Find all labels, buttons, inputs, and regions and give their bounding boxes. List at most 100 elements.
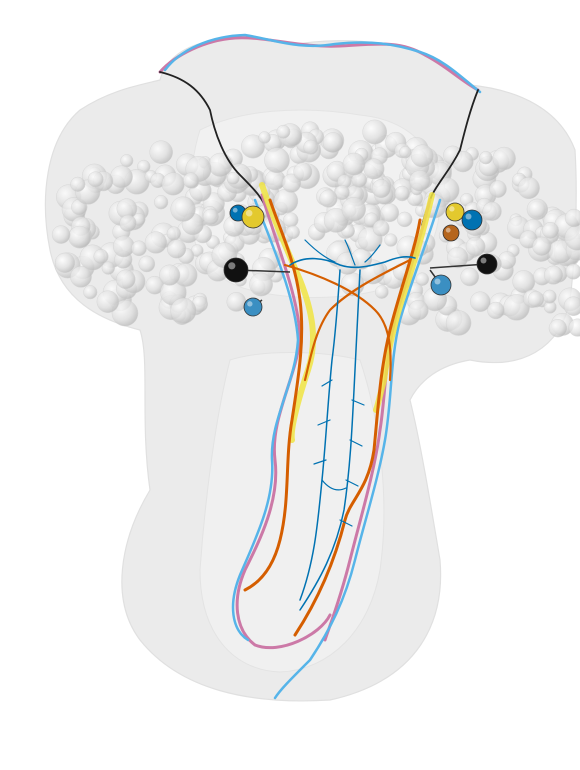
deep-blue-neurite-mid-bridge	[321, 479, 347, 491]
glomerulus-sphere	[517, 176, 540, 200]
glomerulus-sphere	[447, 246, 469, 269]
deep-blue-neurite-branch-1	[304, 239, 381, 266]
glomerulus-sphere	[110, 165, 133, 189]
glomerulus-sphere	[182, 172, 200, 189]
blue-neurite-top-loop	[163, 33, 482, 94]
glomerulus-sphere	[526, 198, 549, 220]
glomerulus-sphere	[170, 297, 197, 324]
glomerulus-sphere	[138, 255, 156, 273]
glomerulus-sphere	[208, 152, 233, 177]
pink-neurite-left-trunk	[235, 193, 332, 650]
glomerulus-sphere	[408, 299, 429, 321]
glomerulus-sphere	[322, 132, 344, 153]
glomerulus-sphere	[276, 124, 291, 139]
soma-highlight	[245, 209, 253, 217]
glomerulus-sphere	[384, 233, 398, 247]
sphere-cluster	[51, 119, 580, 338]
deep-blue-neurite-arbor-top	[289, 255, 416, 269]
glomerulus-sphere	[341, 197, 366, 222]
glomerulus-sphere	[202, 208, 219, 225]
glomerulus-sphere	[70, 176, 86, 192]
orange-neurite-right-loop	[293, 218, 422, 637]
glomerulus-sphere	[489, 180, 507, 198]
glomerulus-sphere	[415, 272, 430, 286]
glomerulus-sphere	[161, 172, 185, 196]
dark-neurite-left-descent	[159, 71, 269, 216]
glomerulus-sphere	[286, 225, 300, 240]
soma-highlight	[445, 227, 451, 233]
glomerulus-sphere	[96, 290, 120, 313]
glomerulus-sphere	[70, 265, 92, 288]
glomerulus-sphere	[319, 189, 338, 208]
neurite-traces	[158, 33, 482, 700]
glomerulus-sphere	[144, 231, 168, 254]
deep-blue-neurite-branch-2	[313, 379, 365, 527]
soma-highlight	[449, 206, 455, 212]
glomerulus-sphere	[409, 170, 431, 192]
glomerulus-sphere	[87, 171, 104, 188]
glomerulus-sphere	[273, 188, 299, 214]
glomerulus-sphere	[54, 252, 76, 273]
soma-highlight	[480, 257, 487, 264]
glomerulus-sphere	[372, 219, 390, 237]
orange-neurite-cross-b	[303, 258, 412, 382]
blue-soma-right-lower	[430, 274, 452, 296]
glomerulus-sphere	[532, 236, 552, 256]
blue-neurite-left-trunk	[231, 198, 300, 642]
glomerulus-sphere	[323, 208, 349, 233]
glomerulus-sphere	[342, 152, 366, 176]
glomerulus-sphere	[83, 285, 98, 300]
glomerulus-sphere	[399, 145, 412, 159]
glomerulus-sphere	[153, 195, 169, 210]
glomerulus-sphere	[470, 291, 491, 312]
glomerulus-sphere	[380, 203, 400, 223]
black-soma-right	[476, 253, 498, 275]
glomerulus-sphere	[487, 301, 505, 320]
glomerulus-sphere	[68, 225, 92, 249]
glomerulus-sphere	[264, 147, 290, 174]
glomerulus-sphere	[249, 272, 273, 297]
glomerulus-sphere	[479, 151, 493, 165]
glomerulus-sphere	[527, 291, 545, 308]
glomerulus-sphere	[281, 173, 302, 193]
copper-soma-right	[442, 224, 460, 242]
soma-highlight	[434, 278, 441, 285]
glomerulus-sphere	[119, 214, 137, 232]
glomerulus-sphere	[563, 296, 580, 316]
volume-lower-stalk	[199, 352, 385, 673]
glomerulus-sphere	[362, 119, 388, 145]
glomerulus-sphere	[293, 162, 313, 182]
soma-highlight	[247, 301, 253, 307]
glomerulus-sphere	[548, 319, 568, 338]
glomerulus-sphere	[452, 150, 474, 173]
glomerulus-sphere	[568, 318, 580, 337]
blue-soma-right-upper	[461, 209, 483, 231]
glomerulus-sphere	[149, 140, 173, 164]
glomerulus-sphere	[101, 261, 115, 275]
glomerulus-sphere	[111, 299, 139, 327]
glomerulus-sphere	[543, 265, 564, 285]
glomerulus-sphere	[482, 201, 502, 221]
glomerulus-sphere	[283, 212, 299, 228]
glomerulus-sphere	[371, 179, 391, 199]
glomerulus-sphere	[445, 310, 472, 336]
soma-highlight	[465, 213, 472, 220]
orange-neurite-left-loop	[243, 198, 304, 592]
glomerulus-sphere	[131, 240, 147, 257]
glomerulus-sphere	[120, 154, 134, 168]
glomerulus-sphere	[167, 239, 187, 259]
glomerulus-sphere	[258, 131, 271, 144]
glomerulus-sphere	[51, 225, 71, 244]
yellow-soma-left	[241, 205, 265, 229]
glomerulus-sphere	[116, 269, 136, 290]
glomerulus-sphere	[542, 221, 559, 239]
soma-highlight	[228, 262, 236, 270]
glomerulus-sphere	[226, 292, 247, 312]
glomerulus-sphere	[492, 146, 516, 171]
deep-blue-neurite-right-stem	[299, 269, 361, 611]
glomerulus-sphere	[394, 185, 410, 202]
glomerulus-sphere	[226, 171, 240, 185]
glomerulus-sphere	[410, 144, 434, 168]
yellow-neurite-left	[259, 182, 316, 443]
